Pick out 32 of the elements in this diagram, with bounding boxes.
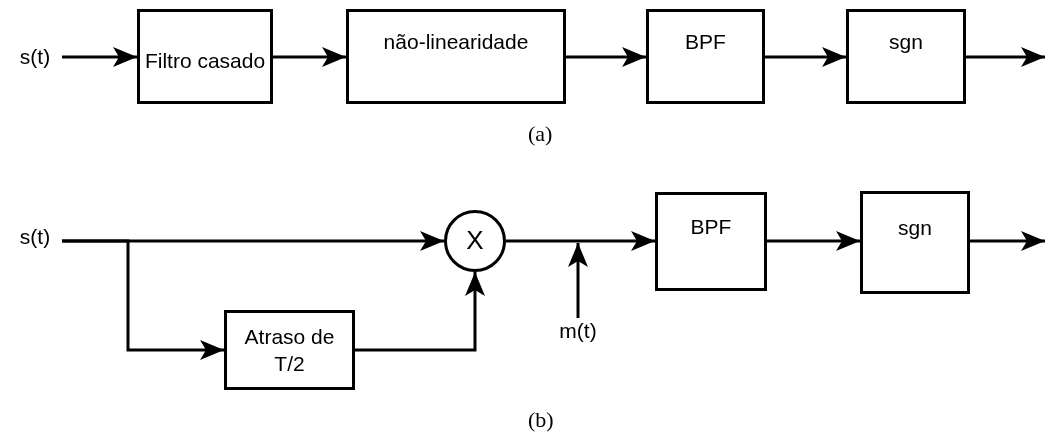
block-box [860,191,970,294]
subfigure-label: (a) [528,121,553,147]
block-label: não-linearidade [383,28,529,55]
block-box [224,310,355,390]
arrow [62,239,224,360]
arrow [568,243,588,318]
block-label: Atraso de T/2 [243,323,336,377]
block-box [346,9,566,104]
block-label: s(t) [19,44,51,71]
arrow [970,231,1045,251]
block-label: m(t) [559,318,597,345]
arrow [273,47,346,67]
arrow [767,231,860,251]
operator-symbol: X [466,224,484,258]
arrow [355,272,485,352]
arrow [566,47,646,67]
block-label: BPF [690,213,732,240]
arrow [966,47,1045,67]
block-label: s(t) [19,224,51,251]
block-box [846,9,966,104]
block-label: sgn [889,28,923,55]
block-label: sgn [898,214,932,241]
arrow [506,231,655,251]
subfigure-label: (b) [528,407,554,433]
block-box [646,9,765,104]
block-box [137,9,273,104]
block-box [655,192,767,291]
block-label: BPF [685,28,726,55]
multiplier-circle [444,210,506,272]
block-label: Filtro casado [144,47,266,74]
arrow [62,47,137,67]
arrow [765,47,846,67]
